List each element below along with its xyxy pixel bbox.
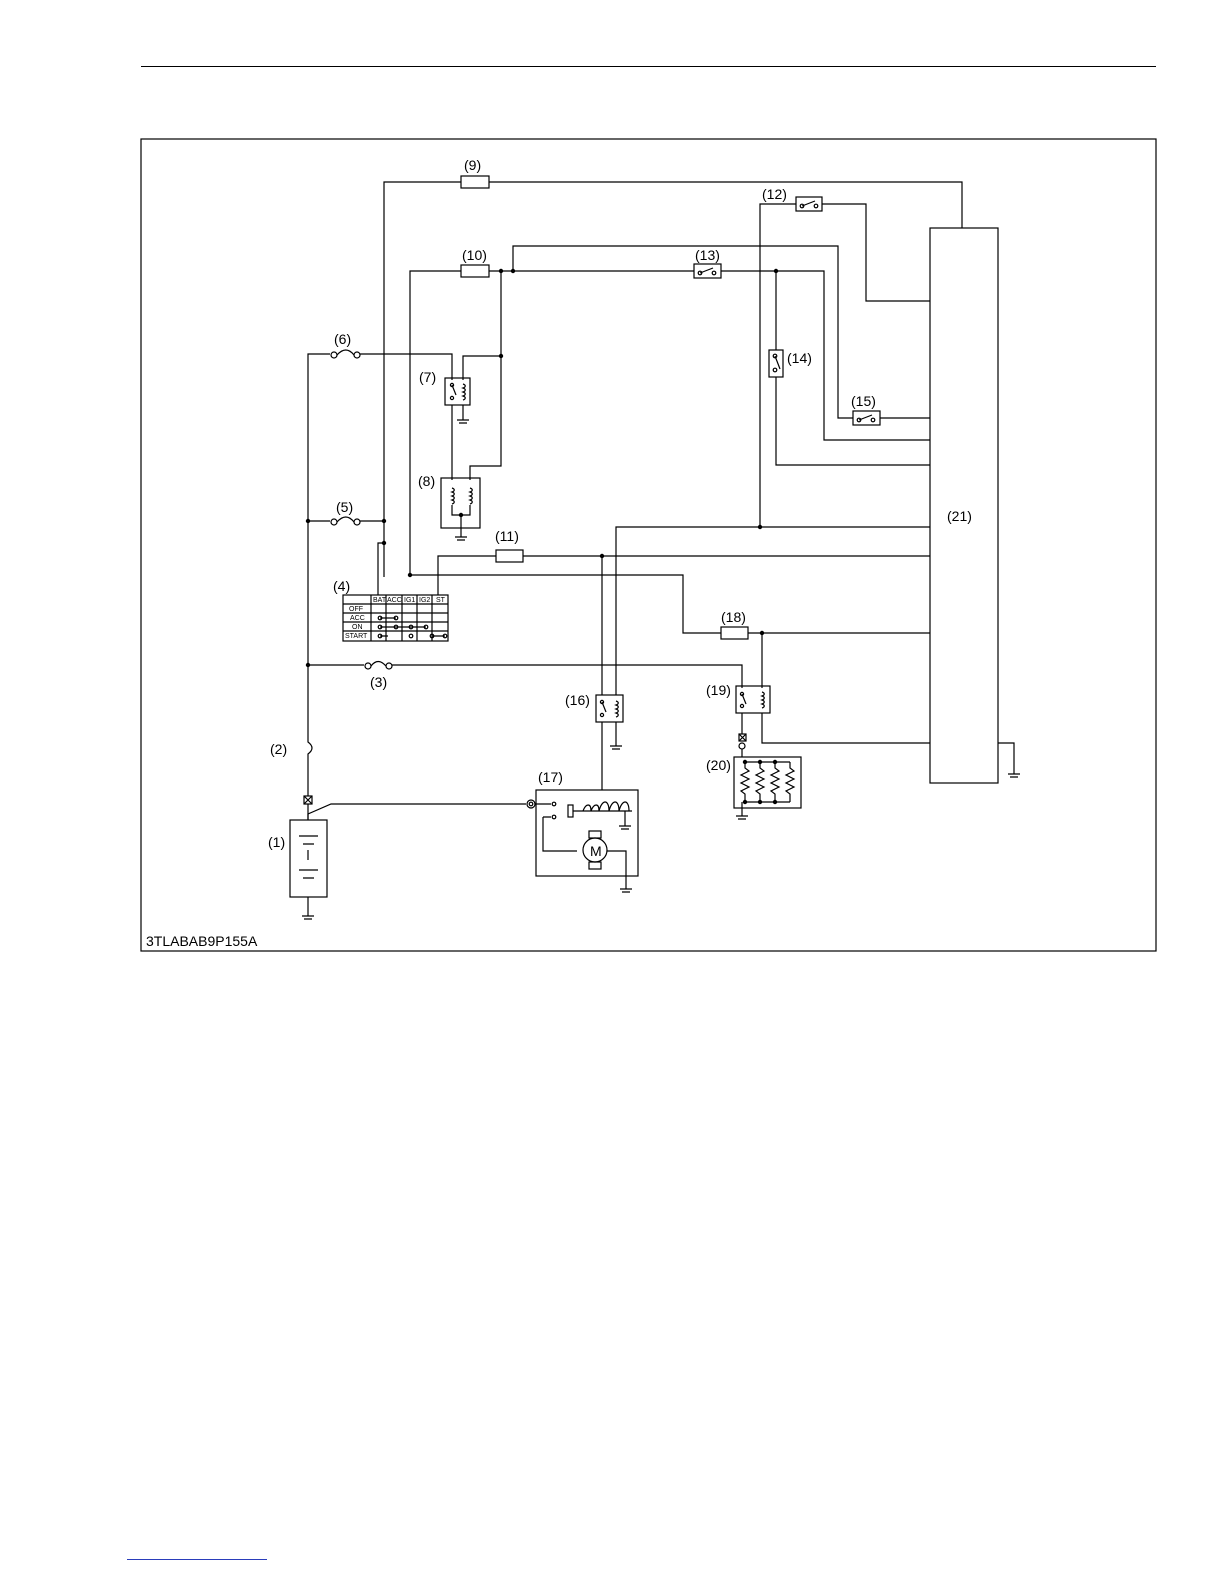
resistor-11: [496, 550, 523, 562]
controller-ground: [998, 743, 1020, 777]
ks-col-ig2: IG2: [419, 597, 430, 604]
label-15: (15): [851, 393, 876, 409]
wire-14: [776, 271, 930, 465]
label-6: (6): [334, 331, 351, 347]
resistor-10: [461, 265, 489, 277]
relay-7: [445, 378, 470, 405]
label-10: (10): [462, 247, 487, 263]
label-17: (17): [538, 769, 563, 785]
label-4: (4): [333, 578, 350, 594]
fuse-5: [337, 517, 354, 522]
footer-rule: [127, 1559, 267, 1560]
label-13: (13): [695, 247, 720, 263]
wire-relay-feed: [463, 271, 501, 480]
figure-code: 3TLABAB9P155A: [146, 933, 258, 949]
fuse-3: [371, 662, 386, 667]
label-18: (18): [721, 609, 746, 625]
ks-row-on: ON: [352, 624, 363, 631]
wire-9: [384, 182, 962, 577]
switch-12: [796, 197, 822, 211]
label-1: (1): [268, 834, 285, 850]
fusible-link-2: [308, 730, 312, 796]
label-16: (16): [565, 692, 590, 708]
relay-19: [736, 686, 770, 713]
label-12: (12): [762, 186, 787, 202]
switch-15: [853, 411, 880, 425]
ks-row-acc: ACC: [350, 615, 365, 622]
wire-18: [410, 575, 930, 633]
label-21: (21): [947, 508, 972, 524]
label-2: (2): [270, 741, 287, 757]
motor-letter: M: [590, 843, 602, 859]
wire-12-return: [616, 527, 930, 695]
controller-block: [930, 228, 998, 783]
label-11: (11): [495, 528, 519, 544]
ks-col-bat: BAT: [373, 597, 387, 604]
label-19: (19): [706, 682, 731, 698]
junctions: [306, 269, 778, 804]
switch-13: [694, 264, 721, 278]
wire-10: [410, 271, 930, 577]
ks-col-st: ST: [436, 597, 446, 604]
relay-16: [596, 695, 623, 722]
ks-row-start: START: [345, 633, 368, 640]
ks-col-acc: ACC: [387, 597, 402, 604]
label-14: (14): [787, 350, 812, 366]
ks-row-off: OFF: [349, 606, 363, 613]
label-20: (20): [706, 757, 731, 773]
resistor-18: [721, 627, 748, 639]
label-7: (7): [419, 369, 436, 385]
wire-12: [760, 204, 930, 527]
resistor-9: [461, 176, 489, 188]
fuse-6: [337, 350, 354, 355]
label-8: (8): [418, 473, 435, 489]
label-5: (5): [336, 499, 353, 515]
label-9: (9): [464, 157, 481, 173]
ks-col-ig1: IG1: [404, 597, 415, 604]
diagram-frame: [141, 139, 1156, 951]
label-3: (3): [370, 674, 387, 690]
